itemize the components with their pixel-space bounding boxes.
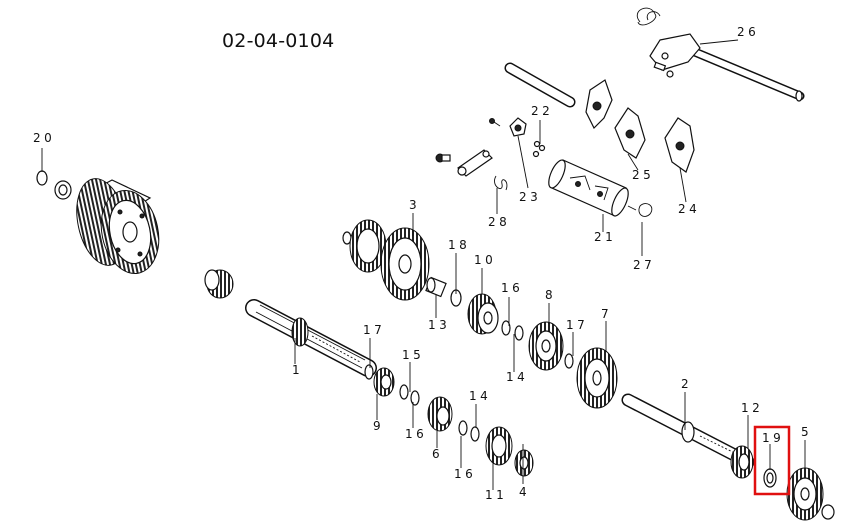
callout-11: 11 bbox=[485, 488, 507, 502]
callout-18: 18 bbox=[448, 238, 470, 252]
part-circlip-14a bbox=[514, 325, 524, 341]
callout-26: 26 bbox=[737, 25, 759, 39]
callout-23: 23 bbox=[519, 190, 541, 204]
part-shift-drum bbox=[548, 159, 637, 217]
callout-25: 25 bbox=[632, 168, 654, 182]
part-circlip-15 bbox=[399, 384, 409, 400]
callout-28: 28 bbox=[488, 215, 510, 229]
part-shift-fork-a bbox=[585, 79, 613, 130]
diagram-id: 02-04-0104 bbox=[222, 30, 335, 52]
callout-9: 9 bbox=[373, 419, 384, 433]
callout-7: 7 bbox=[601, 307, 612, 321]
part-gear-9 bbox=[373, 367, 395, 397]
callout-17b: 17 bbox=[566, 318, 588, 332]
part-countershaft bbox=[621, 393, 755, 469]
callout-2: 2 bbox=[681, 377, 692, 391]
callout-13: 13 bbox=[428, 318, 450, 332]
part-gear-6 bbox=[427, 396, 453, 432]
part-gear-3 bbox=[342, 219, 430, 301]
part-shift-shaft bbox=[636, 7, 805, 102]
callout-10: 10 bbox=[474, 253, 496, 267]
callout-6: 6 bbox=[432, 447, 443, 461]
part-fork-shaft bbox=[504, 62, 576, 108]
highlight-box bbox=[753, 425, 791, 496]
part-gear-5 bbox=[786, 467, 835, 521]
part-mainshaft bbox=[204, 269, 377, 377]
part-washer-16c bbox=[458, 420, 468, 436]
callout-3: 3 bbox=[409, 198, 420, 212]
leader-lines bbox=[41, 39, 806, 490]
callout-12: 12 bbox=[741, 401, 763, 415]
part-bushing-13 bbox=[425, 276, 447, 298]
callout-16a: 16 bbox=[501, 281, 523, 295]
callout-17a: 17 bbox=[363, 323, 385, 337]
part-shift-fork-25 bbox=[614, 107, 646, 159]
callout-19: 19 bbox=[762, 431, 784, 445]
part-gear-8 bbox=[528, 321, 564, 371]
callout-27: 27 bbox=[633, 258, 655, 272]
callout-14a: 14 bbox=[506, 370, 528, 384]
callout-16b: 16 bbox=[405, 427, 427, 441]
callout-16c: 16 bbox=[454, 467, 476, 481]
part-shift-fork-24 bbox=[664, 117, 695, 173]
callout-21: 21 bbox=[594, 230, 616, 244]
part-gear-10 bbox=[467, 293, 499, 335]
part-circlip-14b bbox=[470, 426, 480, 442]
callout-4: 4 bbox=[519, 485, 530, 499]
callout-15: 15 bbox=[402, 348, 424, 362]
part-washer-17b bbox=[564, 353, 574, 369]
part-gear-4 bbox=[514, 449, 534, 477]
part-drum-stopper bbox=[435, 117, 653, 217]
part-washer-19 bbox=[763, 468, 777, 488]
callout-14b: 14 bbox=[469, 389, 491, 403]
callout-24: 24 bbox=[678, 202, 700, 216]
callout-1: 1 bbox=[292, 363, 303, 377]
part-gear-7 bbox=[576, 347, 618, 409]
part-washer-17a bbox=[364, 364, 374, 380]
part-washer-16a bbox=[501, 320, 511, 336]
callout-20: 20 bbox=[33, 131, 55, 145]
callout-5: 5 bbox=[801, 425, 812, 439]
part-gear-11 bbox=[485, 426, 513, 466]
part-gear-12 bbox=[730, 445, 754, 479]
callout-8: 8 bbox=[545, 288, 556, 302]
part-washer-16b bbox=[410, 390, 420, 406]
part-primary-gear-assembly bbox=[36, 170, 160, 274]
callout-22: 22 bbox=[531, 104, 553, 118]
